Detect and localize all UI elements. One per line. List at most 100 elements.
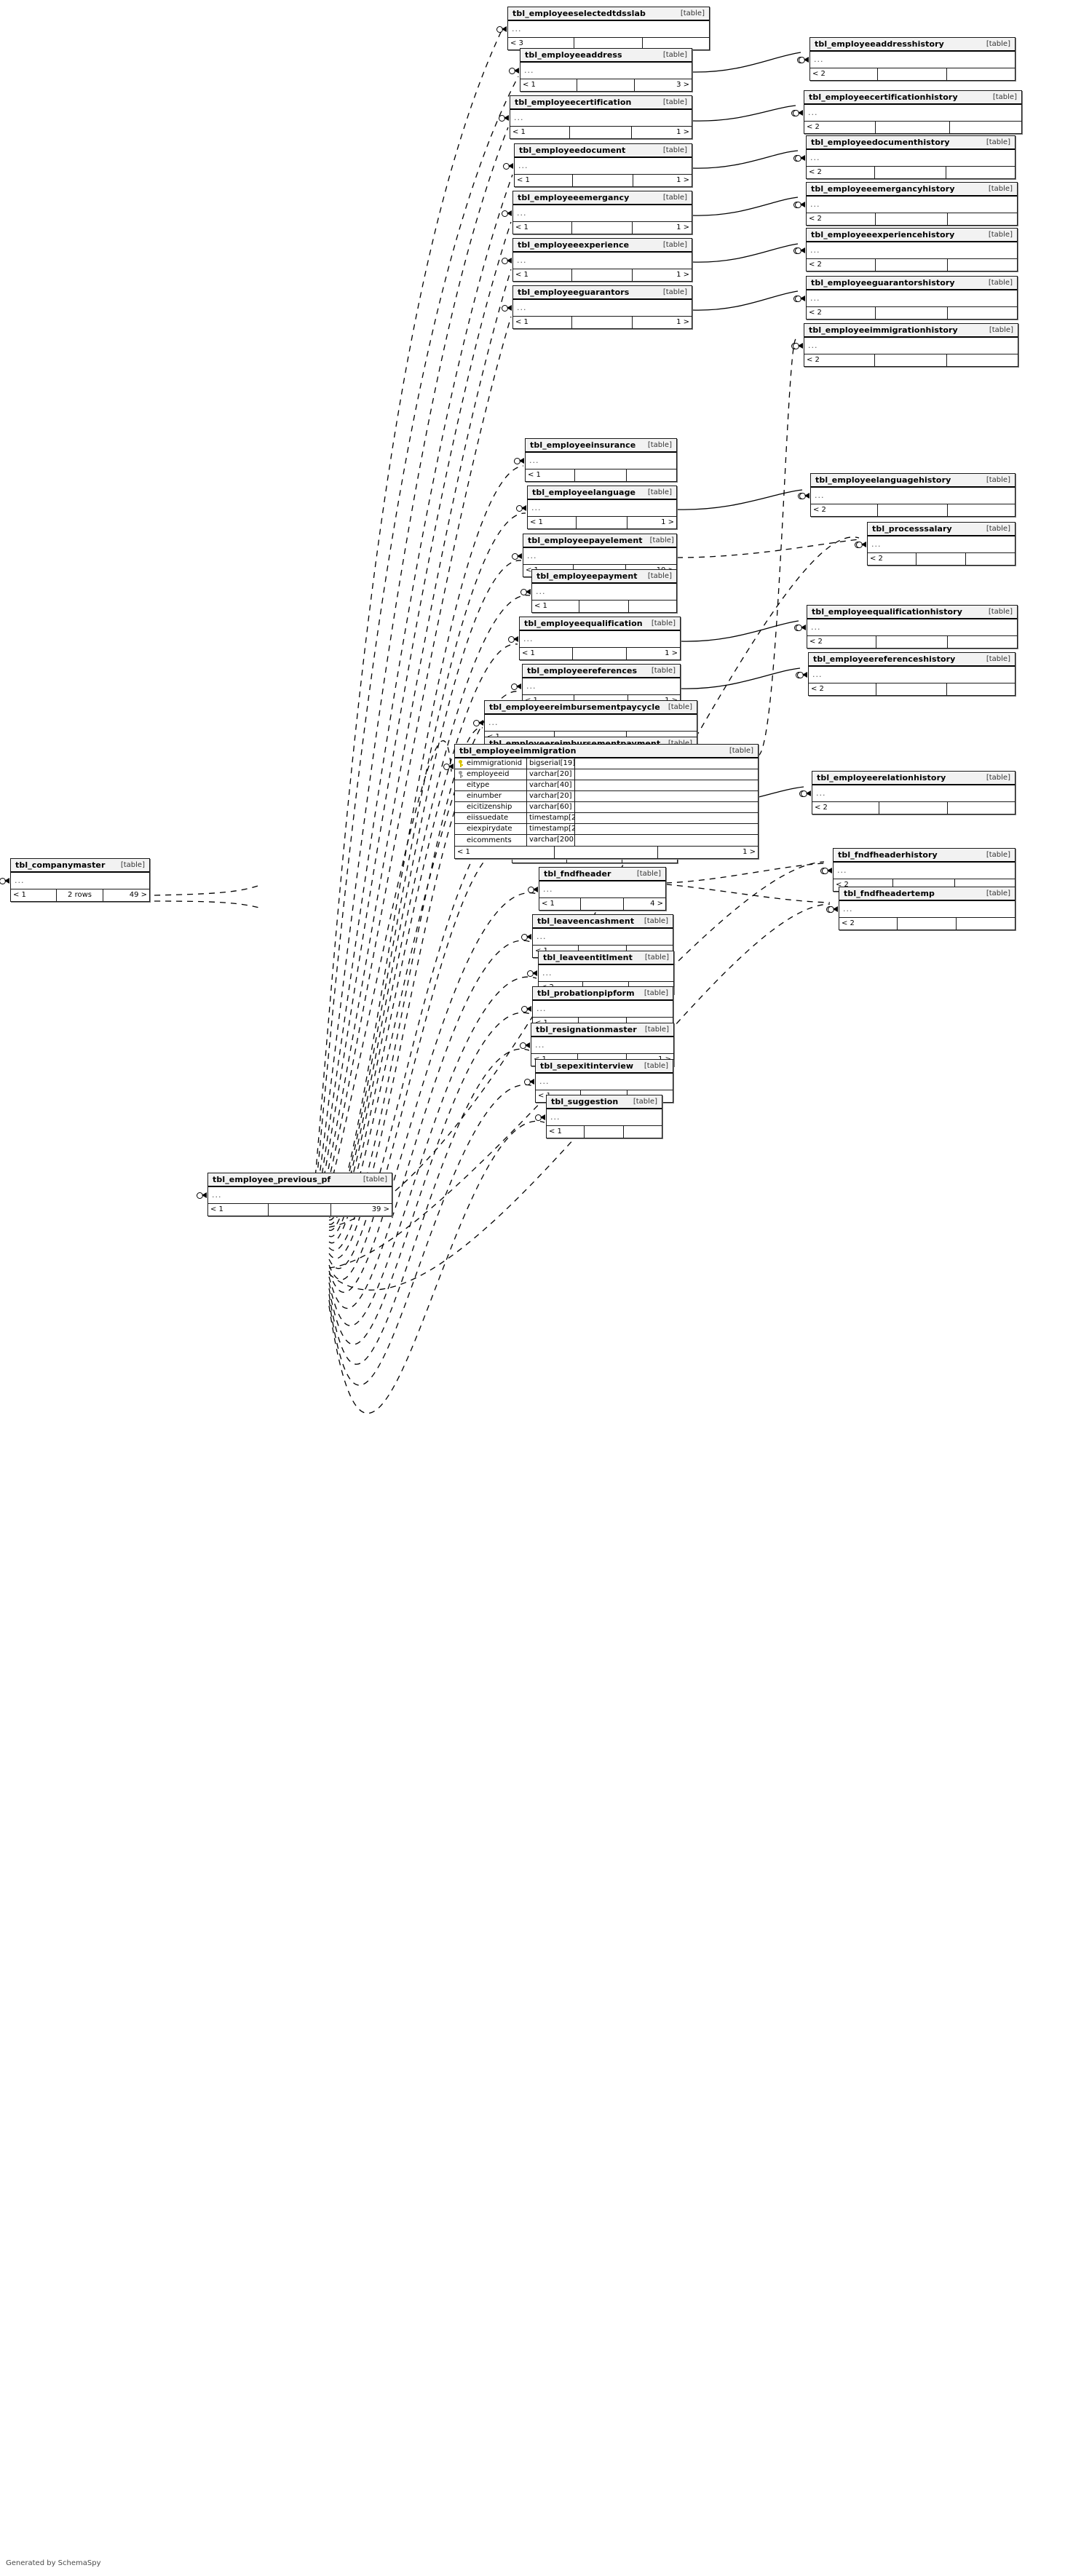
table-name[interactable]: tbl_leaveentitlment [543,952,633,962]
table-name[interactable]: tbl_employeereferences [527,665,638,675]
table-name[interactable]: tbl_employeeaddress [525,49,622,60]
table-node-employeeimmigration[interactable]: tbl_employeeimmigration[table]eimmigrati… [443,744,759,859]
table-node-processsalary[interactable]: tbl_processsalary[table]...< 2 [855,522,1015,566]
table-name[interactable]: tbl_employeerelationhistory [817,772,946,782]
table-name[interactable]: tbl_employeecertificationhistory [809,92,958,102]
table-node-employeedocumenthistory[interactable]: tbl_employeedocumenthistory[table]...< 2 [793,135,1015,179]
table-name[interactable]: tbl_employeereimbursementpaycycle [489,702,660,712]
connector-ring [521,934,528,940]
table-name[interactable]: tbl_leaveencashment [537,916,635,926]
footer-row-count [577,517,627,528]
footer-child-count: 3 > [676,81,689,89]
table-node-employeelanguagehistory[interactable]: tbl_employeelanguagehistory[table]...< 2 [798,473,1015,517]
table-name[interactable]: tbl_employeedocumenthistory [811,137,950,147]
table-name[interactable]: tbl_employeequalificationhistory [812,606,962,617]
table-name[interactable]: tbl_fndfheaderhistory [838,849,938,860]
table-type-tag: [table] [668,739,692,748]
table-node-employeequalificationhistory[interactable]: tbl_employeequalificationhistory[table].… [794,605,1018,649]
table-node-employeeselectedtdsslab[interactable]: tbl_employeeselectedtdsslab[table]...< 3 [496,7,710,50]
table-name[interactable]: tbl_employeeaddresshistory [815,39,944,49]
foreign-key-icon [457,771,464,778]
table-name[interactable]: tbl_employeeinsurance [530,440,636,450]
table-node-employeereferenceshistory[interactable]: tbl_employeereferenceshistory[table]...<… [796,652,1015,696]
table-type-tag: [table] [988,230,1013,239]
table-name[interactable]: tbl_employeepayment [537,571,638,581]
edge-group-companymaster [154,884,263,909]
footer-row-count [878,68,948,80]
table-name[interactable]: tbl_fndfheader [544,868,611,879]
table-name[interactable]: tbl_employeecertification [515,97,632,107]
table-node-employeeexperiencehistory[interactable]: tbl_employeeexperiencehistory[table]...<… [793,228,1018,272]
table-name[interactable]: tbl_employeedocument [519,145,626,155]
collapsed-columns-ellipsis: ... [812,670,823,679]
column-type-label: varchar[20] [527,769,575,780]
table-node-employeepayment[interactable]: tbl_employeepayment[table]...< 1 [520,569,677,613]
connector-ring [509,68,515,74]
footer-row-count [893,879,955,891]
table-node-employeeguarantorshistory[interactable]: tbl_employeeguarantorshistory[table]...<… [793,276,1018,320]
table-name[interactable]: tbl_employeeselectedtdsslab [512,8,646,18]
table-name[interactable]: tbl_employeereferenceshistory [813,654,956,664]
table-name[interactable]: tbl_sepexitinterview [540,1061,634,1071]
table-name[interactable]: tbl_employeeemergancyhistory [811,183,955,194]
table-name[interactable]: tbl_suggestion [551,1096,619,1106]
collapsed-columns-ellipsis: ... [535,1040,545,1050]
crowsfoot-arrow-icon [806,790,811,796]
table-node-employeeinsurance[interactable]: tbl_employeeinsurance[table]...< 1 [514,438,677,482]
connector-ring-outer [791,343,798,349]
table-name[interactable]: tbl_resignationmaster [536,1024,637,1034]
table-name[interactable]: tbl_employeepayelement [528,535,643,545]
table-footer: < 2 [868,553,1015,565]
collapsed-columns-ellipsis: ... [527,551,537,560]
table-node-employeeemergancyhistory[interactable]: tbl_employeeemergancyhistory[table]...< … [793,182,1018,226]
table-name[interactable]: tbl_employeeexperiencehistory [811,229,955,239]
table-name[interactable]: tbl_employeeguarantorshistory [811,277,955,288]
table-node-employeeimmigrationhistory[interactable]: tbl_employeeimmigrationhistory[table]...… [791,323,1018,367]
footer-child-count: 1 > [661,518,674,526]
table-type-tag: [table] [647,488,672,496]
table-name[interactable]: tbl_employeeguarantors [518,287,630,297]
table-name[interactable]: tbl_probationpipform [537,988,635,998]
table-name[interactable]: tbl_employee_previous_pf [213,1174,331,1184]
table-name[interactable]: tbl_employeeimmigrationhistory [809,325,958,335]
crowsfoot-arrow-icon [804,56,809,63]
table-node-suggestion[interactable]: tbl_suggestion[table]...< 1 [535,1095,662,1138]
table-node-fndfheadertemp[interactable]: tbl_fndfheadertemp[table]...< 2 [826,887,1015,930]
table-node-employeerelationhistory[interactable]: tbl_employeerelationhistory[table]...< 2 [799,771,1015,815]
table-name[interactable]: tbl_employeequalification [524,618,643,628]
footer-child-count [948,504,1015,516]
table-name[interactable]: tbl_employeeemergancy [518,192,630,202]
table-node-employeeaddresshistory[interactable]: tbl_employeeaddresshistory[table]...< 2 [797,37,1015,81]
table-name[interactable]: tbl_fndfheadertemp [844,888,935,898]
table-node-fndfheaderhistory[interactable]: tbl_fndfheaderhistory[table]...< 2 [820,848,1015,892]
table-name[interactable]: tbl_employeeexperience [518,239,630,250]
collapsed-columns-ellipsis: ... [537,1004,547,1013]
table-name[interactable]: tbl_employeelanguagehistory [815,475,951,485]
table-name[interactable]: tbl_companymaster [15,860,106,870]
footer-child-count: 1 > [743,848,756,856]
table-node-employeecertificationhistory[interactable]: tbl_employeecertificationhistory[table].… [791,90,1022,134]
table-name[interactable]: tbl_employeelanguage [532,487,636,497]
table-name[interactable]: tbl_employeeimmigration [459,745,577,756]
table-name[interactable]: tbl_processsalary [872,523,952,534]
